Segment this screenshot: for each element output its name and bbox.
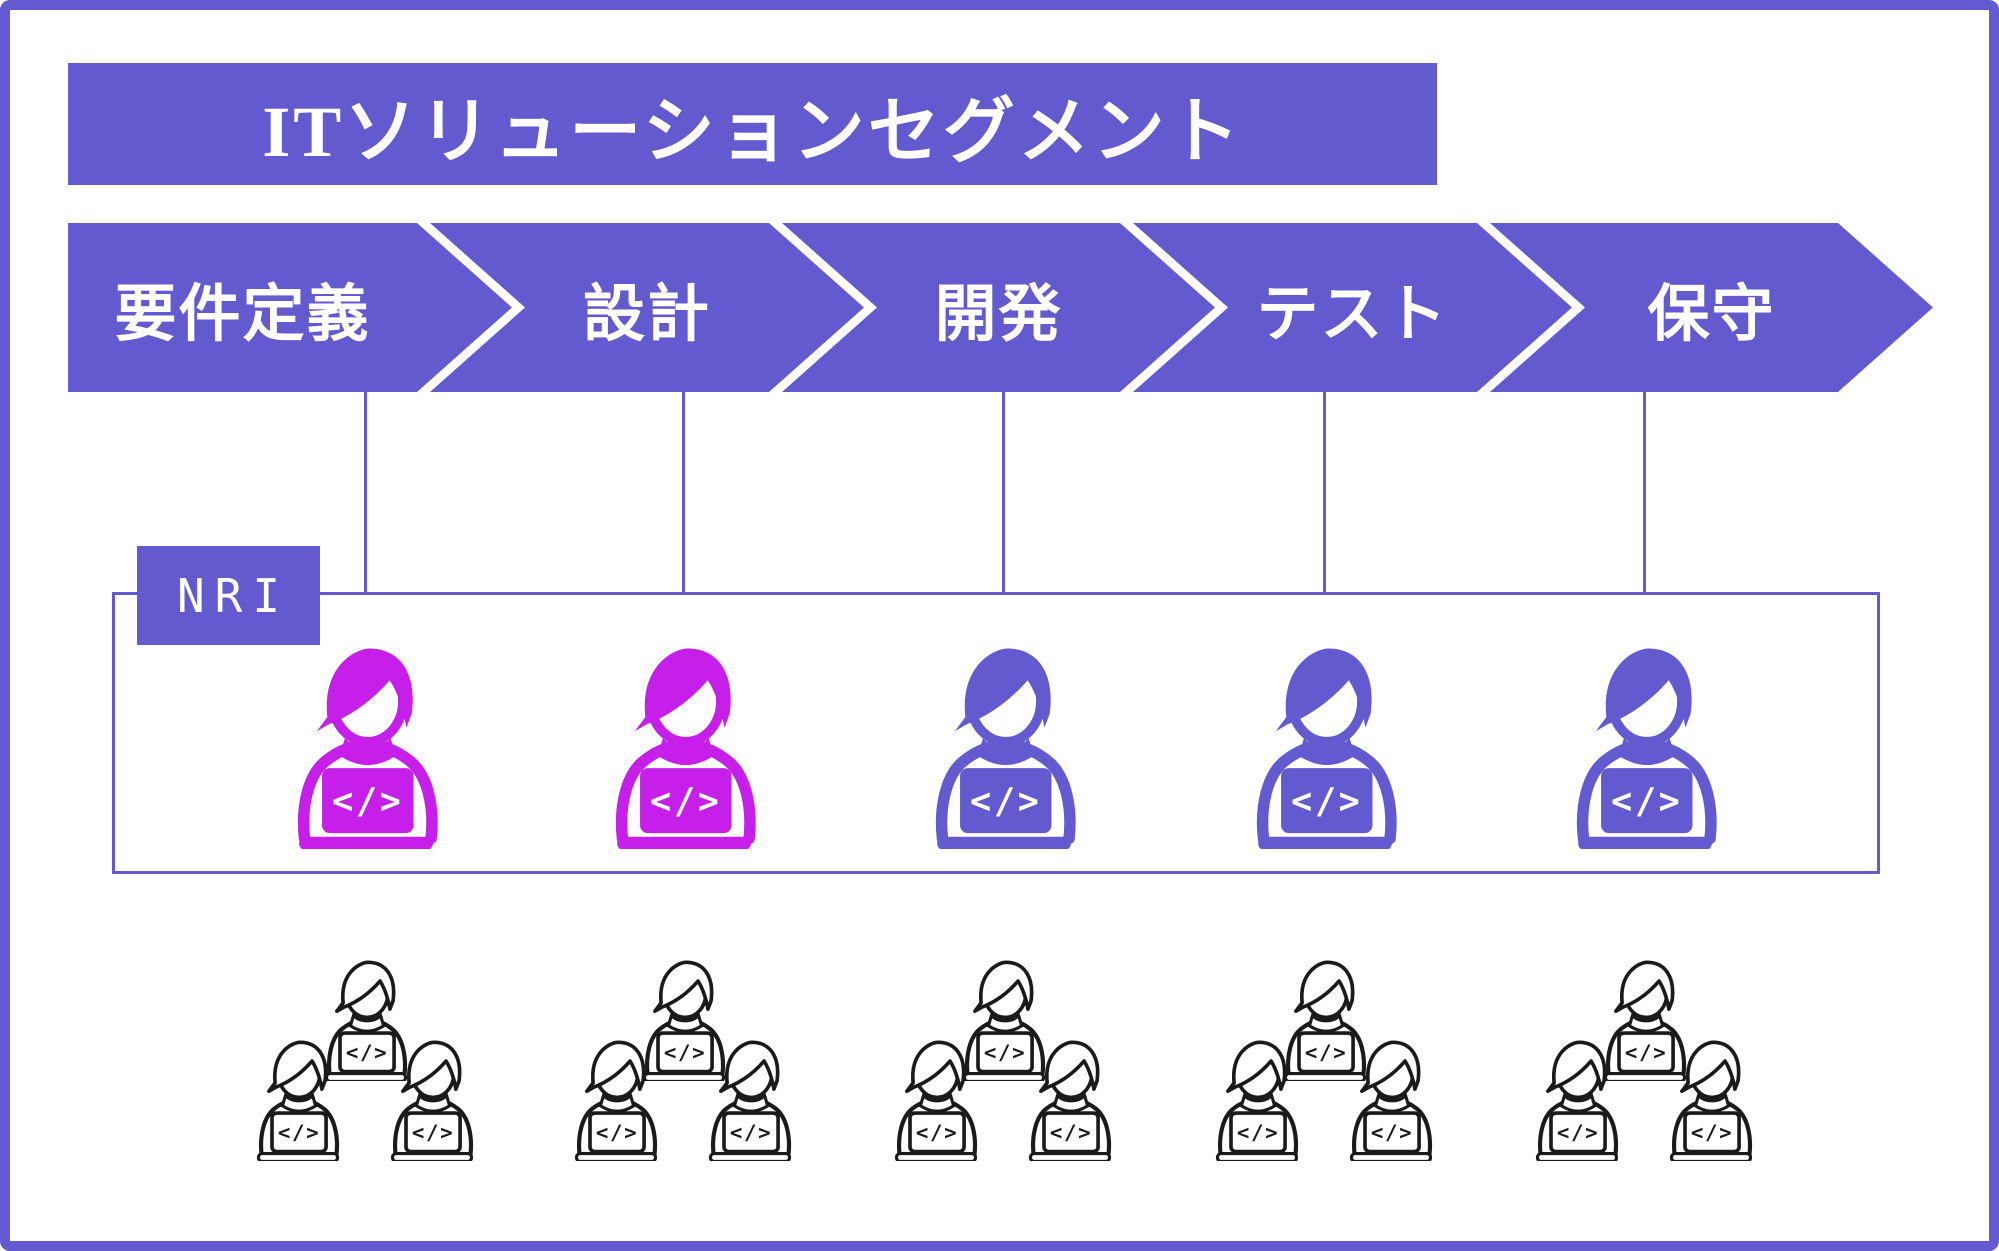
stage-label: テスト xyxy=(1256,279,1449,349)
process-flow: 要件定義 設計 開発 テスト 保守 xyxy=(0,223,1999,392)
partner-team-group-5 xyxy=(1525,956,1765,1162)
nri-developer-icon-5 xyxy=(1557,638,1733,849)
connector-line-development xyxy=(1002,392,1005,593)
nri-label-text: NRI xyxy=(176,568,291,623)
team-member-icon xyxy=(246,1036,350,1161)
team-member-icon xyxy=(1205,1036,1309,1161)
connector-line-test xyxy=(1323,392,1326,593)
team-member-icon xyxy=(380,1036,484,1161)
stage-label: 保守 xyxy=(1647,279,1776,349)
connector-line-design xyxy=(682,392,685,593)
stage-label: 要件定義 xyxy=(114,279,371,349)
nri-developer-icon-3 xyxy=(916,638,1092,849)
title-bar: ITソリューションセグメント xyxy=(68,63,1437,185)
partner-team-group-1 xyxy=(246,956,486,1162)
team-member-icon xyxy=(698,1036,802,1161)
team-member-icon xyxy=(564,1036,668,1161)
team-member-icon xyxy=(1659,1036,1763,1161)
stage-label: 開発 xyxy=(934,279,1063,349)
partner-team-group-3 xyxy=(884,956,1124,1162)
nri-developer-icon-2 xyxy=(596,638,772,849)
stage-label: 設計 xyxy=(582,279,711,349)
stage-maintenance: 保守 xyxy=(1490,223,1933,392)
nri-label: NRI xyxy=(137,546,320,645)
connector-line-requirements xyxy=(364,392,367,593)
team-member-icon xyxy=(1525,1036,1629,1161)
stage-requirements: 要件定義 xyxy=(68,223,512,392)
connector-line-maintenance xyxy=(1643,392,1646,593)
team-member-icon xyxy=(1339,1036,1443,1161)
nri-box xyxy=(112,592,1880,874)
partner-team-group-4 xyxy=(1205,956,1445,1162)
nri-developer-icon-4 xyxy=(1237,638,1413,849)
team-member-icon xyxy=(1018,1036,1122,1161)
diagram-title: ITソリューションセグメント xyxy=(262,91,1243,172)
partner-team-group-2 xyxy=(564,956,804,1162)
nri-developer-icon-1 xyxy=(278,638,454,849)
team-member-icon xyxy=(884,1036,988,1161)
